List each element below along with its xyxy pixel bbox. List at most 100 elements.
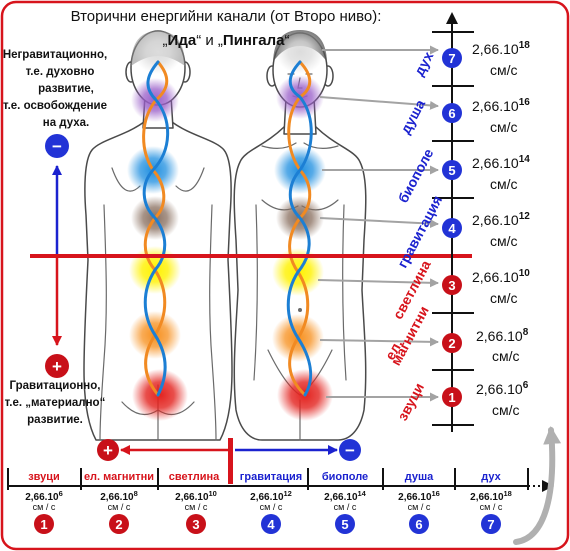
velocity-unit-4: см/с bbox=[490, 233, 518, 249]
level-4-number: 4 bbox=[448, 221, 456, 236]
velocity-base: 2,66.10 bbox=[476, 328, 523, 344]
velocity-2: 2,66.108 bbox=[476, 327, 529, 344]
bottom-unit: см / с bbox=[408, 502, 431, 512]
velocity-unit-3: см/с bbox=[490, 290, 518, 306]
velocity-exponent: 18 bbox=[519, 40, 531, 51]
level-3-circle bbox=[442, 275, 462, 295]
velocity-base: 2,66.10 bbox=[476, 381, 523, 397]
bottom-label-gravitaciya: гравитация bbox=[240, 471, 302, 483]
curved-growth-arrow bbox=[513, 426, 562, 545]
bottom-value-base: 2,66.10 bbox=[250, 492, 284, 503]
bottom-circle-7 bbox=[481, 514, 501, 534]
bottom-circle-3 bbox=[186, 514, 206, 534]
bottom-unit: см / с bbox=[108, 502, 131, 512]
bottom-value-exponent: 16 bbox=[432, 489, 440, 498]
velocity-base: 2,66.10 bbox=[472, 98, 519, 114]
front-channels bbox=[286, 60, 313, 397]
bottom-value-base: 2,66.10 bbox=[175, 492, 209, 503]
bottom-value-2: 2,66.108 bbox=[100, 489, 138, 503]
plus-sign-left: + bbox=[52, 357, 62, 376]
title-pingala: Пингала bbox=[223, 32, 285, 49]
left-top-line: т.е. духовно bbox=[26, 66, 95, 78]
bottom-number-7: 7 bbox=[487, 517, 494, 532]
velocity-exponent: 12 bbox=[519, 211, 531, 222]
bottom-label-dusha: душа bbox=[405, 471, 434, 483]
bottom-value-exponent: 8 bbox=[134, 489, 138, 498]
bottom-label-zvuci: звуци bbox=[28, 471, 60, 483]
back-channels bbox=[142, 60, 170, 397]
left-top-line: Негравитационно, bbox=[3, 49, 107, 61]
bottom-circle-4 bbox=[261, 514, 281, 534]
minus-sign-bottom: − bbox=[345, 441, 355, 460]
front-ida-channel bbox=[286, 60, 313, 397]
title-conjunction: “ и „ bbox=[196, 32, 223, 49]
velocity-base: 2,66.10 bbox=[472, 212, 519, 228]
bottom-value-exponent: 14 bbox=[358, 489, 367, 498]
pointer-arrows bbox=[317, 45, 439, 402]
left-bottom-text: Гравитационно, т.е. „материално“ развити… bbox=[5, 380, 106, 426]
back-chakra-7-glow bbox=[134, 30, 182, 74]
front-left-arm-line bbox=[253, 204, 258, 381]
bottom-number-3: 3 bbox=[192, 517, 199, 532]
velocity-6: 2,66.1016 bbox=[472, 97, 530, 114]
left-top-text: Негравитационно, т.е. духовно развитие, … bbox=[3, 49, 107, 129]
bottom-value-base: 2,66.10 bbox=[100, 492, 134, 503]
level-4-circle bbox=[442, 218, 462, 238]
bottom-value-exponent: 18 bbox=[504, 489, 512, 498]
minus-sign-top: − bbox=[52, 137, 62, 156]
pointer-arrow-4 bbox=[319, 217, 439, 229]
left-bottom-line: развитие. bbox=[27, 414, 83, 426]
level-2-circle bbox=[442, 333, 462, 353]
bottom-unit: см / с bbox=[260, 502, 283, 512]
level-2-number: 2 bbox=[448, 336, 455, 351]
left-bottom-line: Гравитационно, bbox=[10, 380, 101, 392]
level-6-number: 6 bbox=[448, 106, 455, 121]
bottom-label-svetlina: светлина bbox=[169, 471, 220, 483]
velocity-5: 2,66.1014 bbox=[472, 154, 530, 171]
bottom-value-exponent: 12 bbox=[284, 489, 292, 498]
bottom-value-4: 2,66.1012 bbox=[250, 489, 292, 503]
bottom-circle-6 bbox=[409, 514, 429, 534]
velocity-exponent: 16 bbox=[519, 97, 531, 108]
velocity-base: 2,66.10 bbox=[472, 155, 519, 171]
velocity-unit-5: см/с bbox=[490, 176, 518, 192]
velocity-exponent: 10 bbox=[519, 268, 531, 279]
back-chakra-1-glow bbox=[132, 369, 188, 421]
bottom-value-base: 2,66.10 bbox=[25, 492, 59, 503]
bottom-value-base: 2,66.10 bbox=[398, 492, 432, 503]
pointer-arrow-3 bbox=[317, 278, 439, 288]
bottom-unit: см / с bbox=[185, 502, 208, 512]
bottom-number-4: 4 bbox=[267, 517, 275, 532]
left-bottom-line: т.е. „материално“ bbox=[5, 397, 106, 409]
bottom-label-dux: дух bbox=[481, 471, 501, 483]
level-5-number: 5 bbox=[448, 163, 455, 178]
title-line-1: Вторични енергийни канали (от Второ ниво… bbox=[71, 8, 382, 25]
minus-circle-bottom bbox=[339, 439, 361, 461]
bottom-value-exponent: 10 bbox=[209, 489, 217, 498]
vertical-axis: 7 6 5 4 3 2 1 bbox=[432, 12, 474, 432]
front-collarbones bbox=[261, 142, 339, 149]
bottom-value-1: 2,66.106 bbox=[25, 489, 63, 503]
bottom-unit: см / с bbox=[33, 502, 56, 512]
velocity-1: 2,66.106 bbox=[476, 380, 529, 397]
level-7-circle bbox=[442, 48, 462, 68]
left-top-line: на духа. bbox=[43, 117, 90, 129]
plus-sign-bottom: + bbox=[103, 441, 113, 460]
title-quote-close: “ bbox=[284, 32, 289, 49]
bottom-value-base: 2,66.10 bbox=[324, 492, 358, 503]
velocity-exponent: 8 bbox=[523, 327, 529, 338]
bottom-number-2: 2 bbox=[115, 517, 122, 532]
bottom-unit: см / с bbox=[480, 502, 503, 512]
front-navel bbox=[298, 308, 302, 312]
bottom-value-7: 2,66.1018 bbox=[470, 489, 512, 503]
back-right-shoulder-blade bbox=[175, 167, 205, 192]
back-ida-channel bbox=[142, 60, 170, 397]
velocity-exponent: 6 bbox=[523, 380, 529, 391]
bottom-value-exponent: 6 bbox=[59, 489, 63, 498]
title-line-2: „Ида“ и „Пингала“ bbox=[163, 32, 290, 49]
title-quote-open: „ bbox=[163, 32, 168, 49]
bottom-circle-1 bbox=[34, 514, 54, 534]
pointer-arrow-2 bbox=[319, 337, 439, 347]
